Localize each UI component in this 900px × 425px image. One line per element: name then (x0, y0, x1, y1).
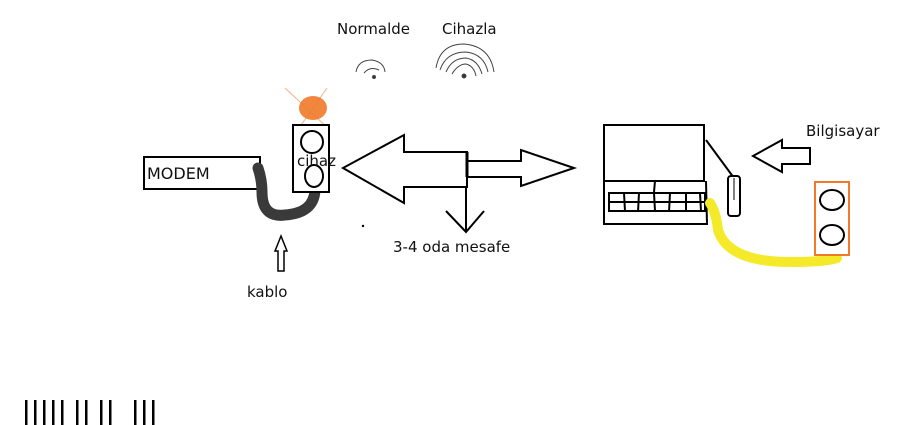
outlet-socket-bottom (819, 224, 845, 246)
footer-bar (85, 400, 88, 425)
footer-bar (109, 400, 112, 425)
outlet-socket-top (819, 189, 845, 211)
modem-label: MODEM (147, 164, 210, 183)
device-signal-label: Cihazla (442, 20, 497, 38)
footer-bar (100, 400, 103, 425)
modem-box (143, 156, 261, 190)
down-arrow-icon (445, 187, 485, 234)
right-arrow-icon (466, 148, 578, 188)
footer-bar (76, 400, 79, 425)
footer-bar (34, 400, 37, 425)
device-socket-top (300, 130, 324, 154)
cable-arrow-icon (273, 233, 289, 272)
distance-label: 3-4 oda mesafe (393, 238, 510, 256)
footer-bars (25, 400, 155, 425)
device-socket-bottom (304, 164, 324, 188)
computer-arrow-icon (750, 138, 811, 174)
footer-bar (143, 400, 146, 425)
device-light-icon (284, 87, 331, 139)
computer-label: Bilgisayar (806, 122, 880, 140)
normal-label: Normalde (337, 20, 410, 38)
footer-bar (52, 400, 55, 425)
weak-signal-icon (355, 59, 386, 79)
footer-bar (152, 400, 155, 425)
footer-bar (43, 400, 46, 425)
modem-cable (252, 162, 321, 221)
strong-signal-icon (435, 43, 495, 79)
footer-bar (25, 400, 28, 425)
footer-bar (61, 400, 64, 425)
computer-cable (705, 198, 842, 268)
cable-label: kablo (247, 283, 287, 301)
left-arrow-icon (340, 133, 468, 205)
device-label: cihaz (297, 152, 336, 170)
outlet-box (814, 181, 850, 256)
footer-bar (134, 400, 137, 425)
